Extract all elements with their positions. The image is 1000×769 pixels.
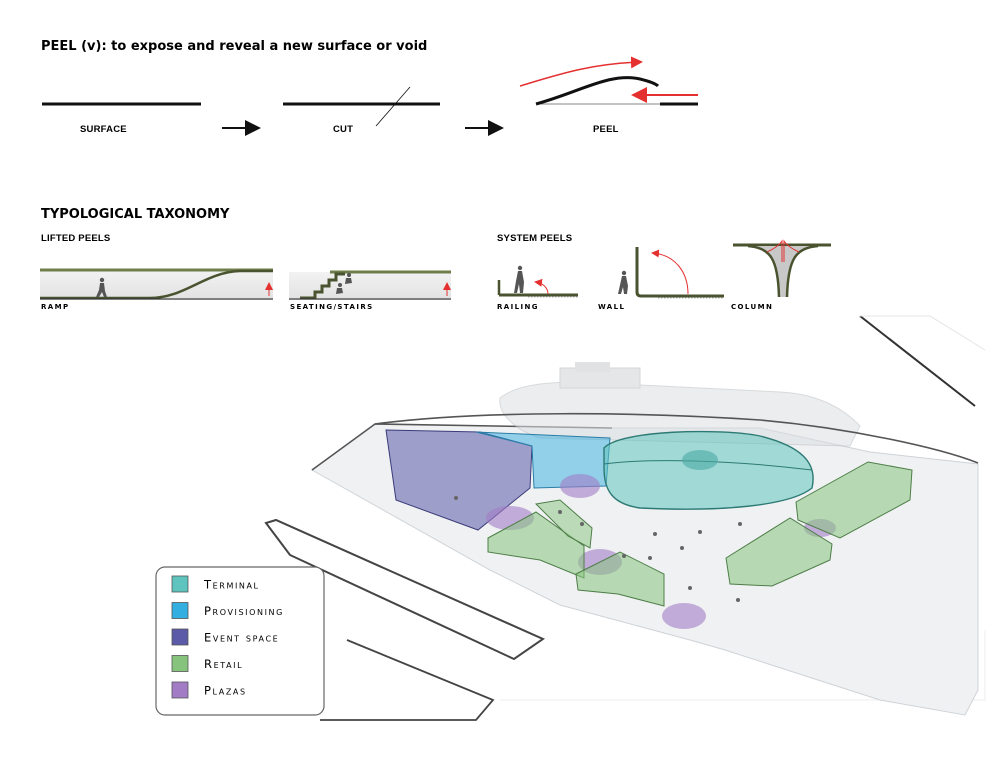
ramp-diagram: RAMP — [40, 268, 273, 311]
legend-item: Event space — [171, 628, 279, 646]
person-icon — [618, 270, 628, 294]
legend-label: Retail — [204, 657, 243, 671]
railing-label: RAILING — [497, 303, 539, 311]
legend-item: Terminal — [171, 575, 260, 593]
system-peels-heading: SYSTEM PEELS — [497, 233, 572, 244]
legend-swatch — [171, 602, 189, 619]
legend-swatch — [171, 575, 189, 593]
cut-slash — [375, 86, 411, 127]
taxonomy-title: TYPOLOGICAL TAXONOMY — [41, 207, 230, 222]
column-label: COLUMN — [731, 303, 773, 311]
legend-label: Plazas — [204, 684, 247, 698]
curl-arrow-icon — [766, 239, 783, 262]
peel-lift-arrow — [519, 56, 643, 87]
legend-swatch — [171, 655, 189, 672]
curl-arrow-icon — [534, 278, 549, 295]
legend-swatch — [171, 681, 189, 699]
person-icon — [96, 277, 107, 297]
column-diagram: COLUMN — [731, 239, 831, 311]
wall-label: WALL — [598, 303, 625, 311]
curl-arrow-icon — [651, 249, 689, 295]
peel-curl — [535, 76, 660, 106]
legend-label: Provisioning — [204, 604, 284, 618]
pier-outline — [320, 639, 495, 721]
legend-label: Terminal — [203, 578, 260, 592]
terminal-zone — [603, 430, 814, 510]
plaza-zone — [560, 474, 600, 498]
wall-diagram: WALL — [598, 247, 724, 311]
pier-outline — [264, 518, 546, 661]
lifted-peels-heading: LIFTED PEELS — [41, 233, 110, 244]
ramp-label: RAMP — [41, 303, 70, 311]
site-plan — [264, 315, 986, 721]
surface-step: SURFACE — [42, 102, 201, 135]
cruise-ship — [499, 362, 861, 447]
cut-label: CUT — [333, 124, 353, 135]
surface-label: SURFACE — [80, 124, 127, 135]
legend-box — [155, 566, 325, 716]
railing-diagram: RAILING — [497, 265, 578, 311]
legend-item: Plazas — [171, 681, 247, 699]
seated-person-icon — [336, 273, 352, 294]
retail-zone — [534, 499, 593, 549]
retail-zone — [795, 461, 913, 539]
seating-stairs-diagram: SEATING/STAIRS — [289, 270, 451, 311]
retail-zone — [575, 551, 665, 607]
plaza-zone — [662, 603, 706, 629]
cut-step: CUT — [283, 86, 440, 135]
curl-arrow-icon — [783, 239, 800, 262]
seating-stairs-label: SEATING/STAIRS — [290, 303, 374, 311]
retail-zone — [725, 517, 833, 587]
definition-title: PEEL (v): to expose and reveal a new sur… — [41, 39, 427, 54]
site-bollards — [454, 496, 742, 602]
legend-swatch — [171, 628, 189, 646]
legend-label: Event space — [204, 631, 279, 645]
legend-item: Provisioning — [171, 602, 284, 619]
peel-step: PEEL — [519, 56, 698, 135]
peel-label: PEEL — [593, 124, 619, 135]
legend-item: Retail — [171, 655, 243, 672]
person-icon — [514, 265, 524, 293]
